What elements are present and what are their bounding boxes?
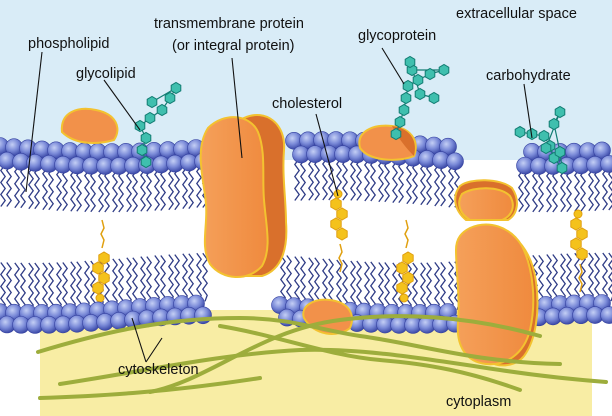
lipid-tail [279, 255, 287, 304]
lipid-tail [425, 262, 433, 312]
lipid-tail [601, 252, 609, 302]
lipid-tail [349, 260, 357, 310]
lipid-tail [111, 258, 119, 308]
lipid-tail [125, 257, 133, 306]
label-transmembrane-line2: (or integral protein) [172, 38, 295, 54]
cholesterol-molecule [330, 189, 348, 273]
lipid-tail [537, 255, 545, 304]
lipid-tail [75, 261, 83, 311]
lipid-tail [327, 258, 335, 308]
lipid-tail [363, 261, 371, 311]
cytoplasm-right-band [592, 300, 612, 416]
lipid-tail [117, 258, 125, 308]
label-cytoskeleton: cytoskeleton [118, 362, 199, 378]
lipid-tail [573, 252, 581, 302]
phospholipid-head [600, 306, 612, 324]
lipid-tail [335, 259, 343, 309]
label-glycolipid: glycolipid [76, 66, 136, 82]
lipid-tail [307, 257, 315, 306]
lipid-tail [579, 252, 587, 302]
lipid-tail [83, 260, 91, 310]
lipid-tail [195, 252, 203, 302]
peripheral-protein-glyco [358, 124, 417, 161]
lipid-tail [299, 256, 307, 305]
lipid-tail [341, 259, 349, 309]
lipid-tail [61, 262, 69, 311]
label-transmembrane-line1: transmembrane protein [154, 16, 304, 32]
lipid-tail [587, 252, 595, 302]
transmembrane-protein-left [199, 114, 288, 279]
lipid-tail [153, 255, 161, 304]
cholesterol-molecule [396, 219, 414, 303]
cholesterol-molecule [92, 219, 110, 303]
label-cholesterol: cholesterol [272, 96, 342, 112]
lipid-tail [41, 262, 49, 312]
lipid-tail [551, 254, 559, 303]
lipid-tail [433, 262, 441, 311]
lipid-tail [47, 262, 55, 312]
lipid-tail [419, 262, 427, 312]
peripheral-protein-left [60, 107, 119, 144]
phospholipid-head [600, 155, 612, 173]
cholesterol-group [92, 189, 588, 303]
lipid-tail [559, 253, 567, 302]
lipid-tail [439, 262, 447, 311]
lipid-tail [285, 255, 293, 304]
lipid-tail [355, 260, 363, 310]
lipid-tail [5, 262, 13, 311]
label-cytoplasm: cytoplasm [446, 394, 511, 410]
leader-lines [25, 47, 533, 363]
lipid-tail [391, 262, 399, 312]
lipid-tail [593, 252, 601, 302]
label-phospholipid: phospholipid [28, 36, 109, 52]
label-carbohydrate: carbohydrate [486, 68, 571, 84]
lipid-tail [33, 262, 41, 312]
lipid-tail [377, 262, 385, 311]
phospholipid-head [446, 152, 464, 171]
label-glycoprotein: glycoprotein [358, 28, 436, 44]
lipid-tail [167, 254, 175, 303]
lipid-tail [139, 256, 147, 305]
lipid-tail [293, 256, 301, 305]
carbohydrate-chain [514, 105, 568, 175]
glycolipid-chain [134, 81, 182, 169]
lipid-tail [447, 261, 455, 311]
lipid-tail [159, 255, 167, 304]
cytoskeleton-fibres [36, 314, 608, 400]
lipid-tail [369, 261, 377, 311]
lipid-tail [181, 253, 189, 303]
carbohydrate-chains [134, 55, 568, 175]
lipid-tail [411, 262, 419, 312]
lipid-tail [69, 261, 77, 311]
lipid-tail [565, 253, 573, 302]
label-extracellular-space: extracellular space [456, 6, 577, 22]
lipid-tail [145, 256, 153, 305]
lipid-tail [0, 262, 7, 311]
lipid-tail [545, 254, 553, 303]
cholesterol-molecule [570, 209, 588, 293]
lipid-tail [313, 257, 321, 306]
lipid-tail [187, 253, 195, 303]
lipid-tail [201, 252, 209, 302]
lipid-tail [27, 262, 35, 312]
lipid-tail [19, 262, 27, 312]
lipid-tail [383, 262, 391, 311]
lipid-tail [173, 254, 181, 303]
lipid-tail [55, 262, 63, 311]
glycoprotein-chain [390, 55, 450, 141]
lipid-tail [131, 257, 139, 306]
lipid-tail [13, 262, 21, 312]
